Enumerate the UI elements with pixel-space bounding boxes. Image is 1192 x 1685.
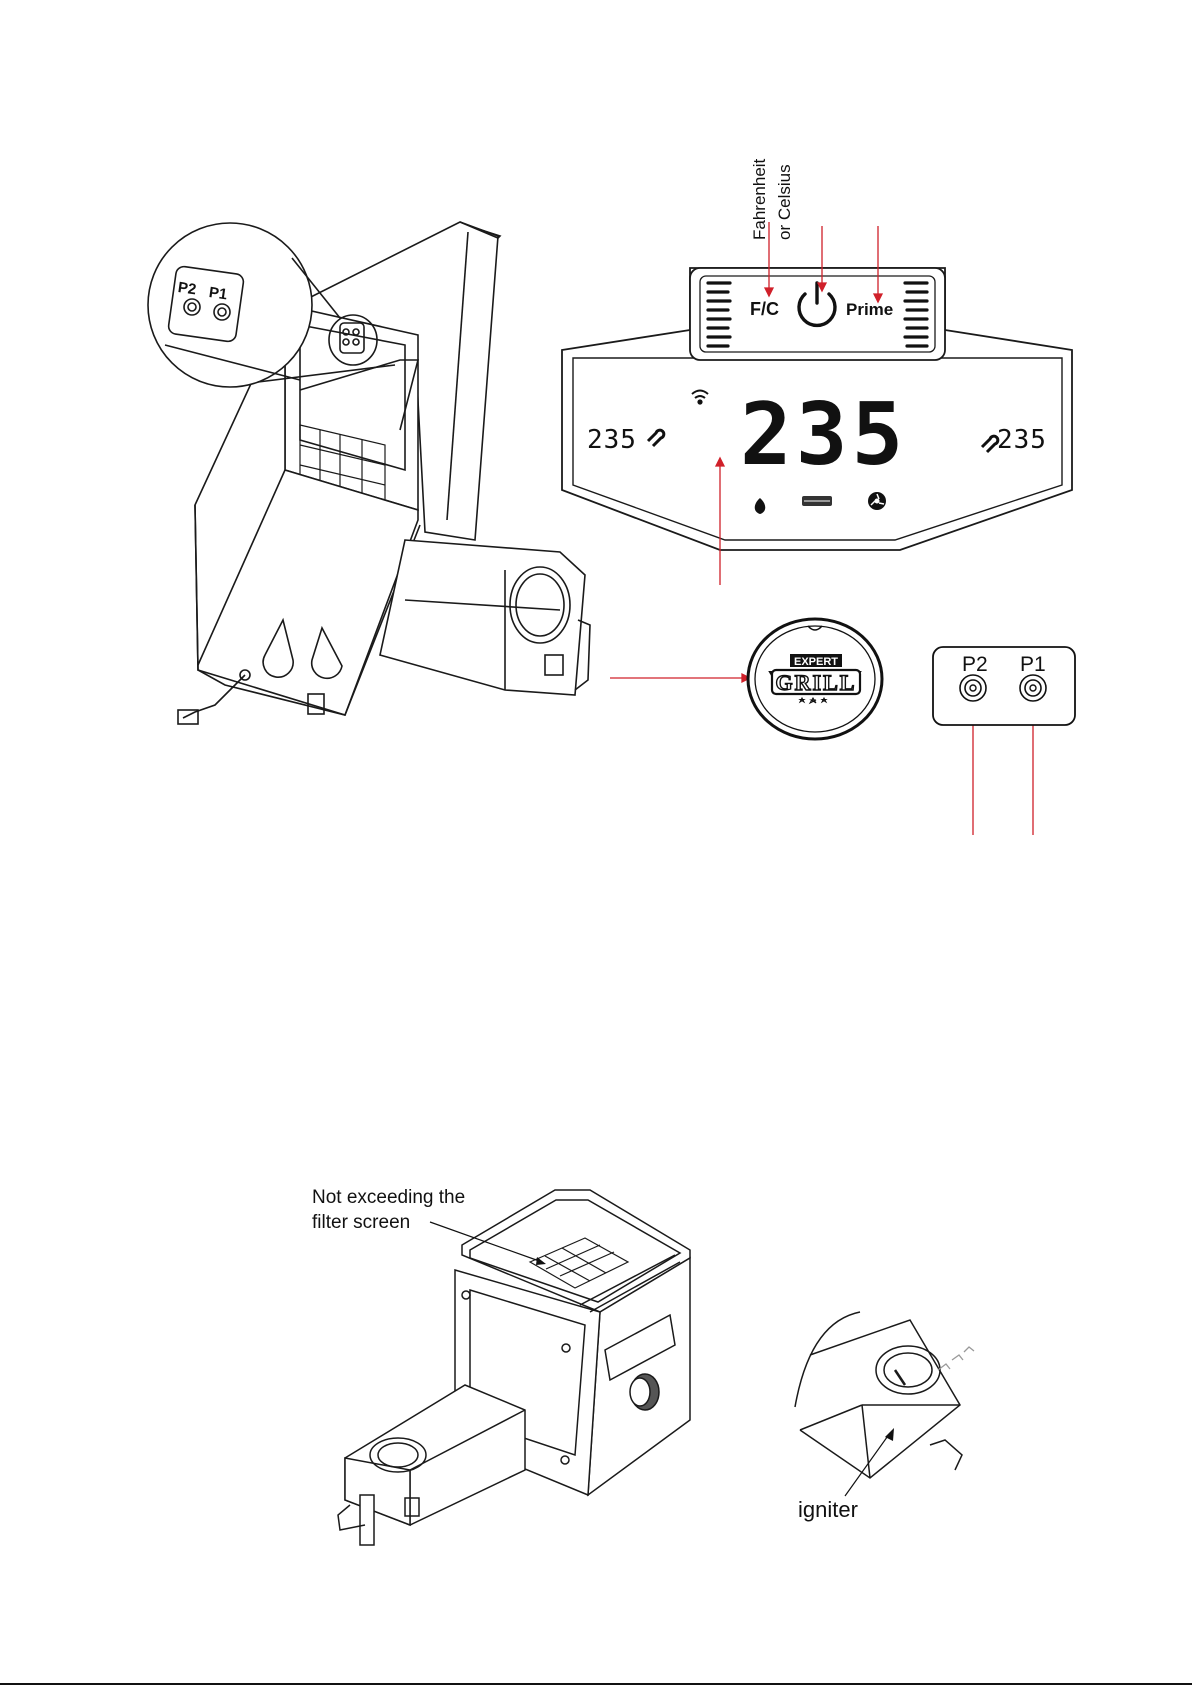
fahrenheit-label: Fahrenheit (750, 158, 769, 240)
prime-button-label[interactable]: Prime (846, 300, 893, 319)
filter-note-line2: filter screen (312, 1212, 410, 1233)
knob-logo-top: EXPERT (794, 656, 838, 668)
probe-port-panel: P2 P1 (933, 647, 1075, 725)
controller-panel: F/C Prime 235 235 235 (562, 268, 1072, 550)
igniter-leader (845, 1428, 894, 1496)
left-probe-readout: 235 (587, 425, 637, 455)
fc-button-label[interactable]: F/C (750, 299, 779, 319)
hopper-with-filter-drawing (338, 1190, 690, 1545)
control-knob[interactable]: EXPERT GRILL (748, 619, 882, 739)
filter-note-line1: Not exceeding the (312, 1187, 465, 1208)
knob-logo-main: GRILL (776, 670, 857, 695)
right-probe-readout: 235 (997, 425, 1047, 455)
p1-label: P1 (1020, 653, 1046, 676)
grill-grate-icon (802, 496, 832, 506)
fan-icon (868, 492, 886, 510)
igniter-label: igniter (798, 1497, 858, 1522)
p2-label: P2 (962, 653, 988, 676)
igniter-detail-drawing (795, 1312, 974, 1478)
main-temperature-readout: 235 (740, 385, 907, 485)
or-celsius-label: or Celsius (775, 164, 794, 240)
zoom-p2-label: P2 (177, 279, 198, 298)
zoom-p1-label: P1 (208, 284, 229, 303)
